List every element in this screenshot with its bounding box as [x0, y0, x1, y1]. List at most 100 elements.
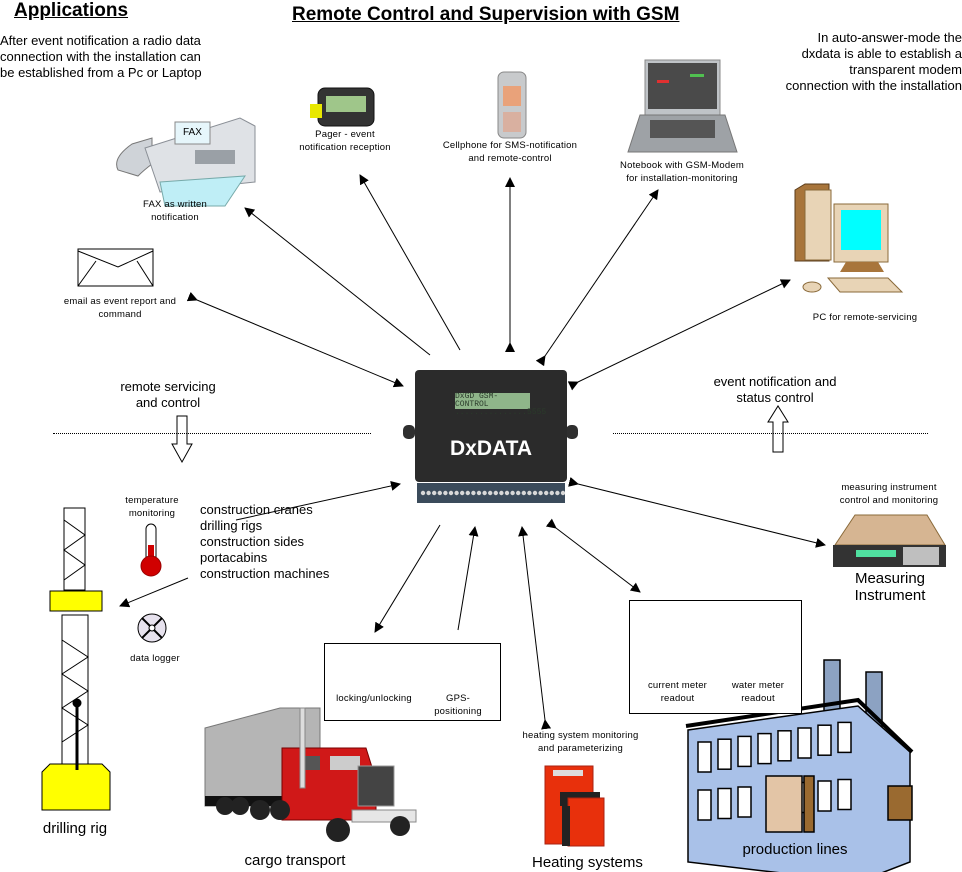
terminal-screw: [504, 490, 510, 496]
water-meter-label: water meter readout: [722, 679, 794, 705]
right-note-line: connection with the installation: [785, 78, 962, 93]
terminal-screw: [443, 490, 448, 496]
down-flow-label: remote servicing and control: [118, 379, 218, 411]
applications-heading: Applications: [14, 0, 129, 21]
label-line: email as event report and: [63, 296, 177, 307]
right-note: In auto-answer-mode the dxdata is able t…: [786, 30, 962, 94]
label-line: and parameterizing: [538, 743, 623, 754]
drilling-rig-icon: [41, 507, 111, 811]
factory-window: [717, 738, 732, 770]
pager-icon: [310, 87, 375, 127]
label-line: status control: [736, 390, 814, 405]
terminal-screw: [476, 490, 482, 496]
arrow-heating: [518, 526, 552, 730]
terminal-screw: [560, 490, 566, 496]
label-line: Pager - event: [315, 129, 375, 140]
pager-label: Pager - event notification reception: [290, 128, 400, 154]
terminal-screw: [488, 490, 493, 496]
terminal-block: [420, 490, 566, 496]
arrow-drilling-rig: [119, 577, 189, 608]
left-note-line: After event notification a radio data: [0, 33, 201, 48]
fax-screen-text: FAX: [183, 127, 202, 138]
up-flow-arrow: [767, 405, 789, 453]
page-title: Remote Control and Supervision with GSM: [292, 4, 680, 25]
arrow-pager: [359, 174, 461, 351]
label-line: GPS-: [445, 693, 471, 704]
terminal-screw: [555, 490, 560, 496]
factory-window: [837, 721, 852, 754]
label-line: measuring instrument: [841, 482, 937, 493]
terminal-screw: [437, 490, 442, 496]
left-note-line: be established from a Pc or Laptop: [0, 65, 202, 80]
arrow-truck: [374, 524, 441, 633]
unit-display: DxGD GSM-CONTROL ...............5555: [455, 392, 547, 417]
email-label: email as event report and command: [50, 295, 190, 321]
lock-label: locking/unlocking: [328, 692, 420, 705]
factory-window: [777, 730, 792, 762]
factory-window: [737, 735, 752, 768]
factory-window: [697, 741, 712, 773]
down-flow-arrow: [171, 415, 193, 464]
arrow-measuring: [568, 476, 826, 548]
dxdata-unit-image: [403, 370, 578, 503]
terminal-screw: [493, 490, 498, 496]
arrow-lock-gps: [457, 526, 479, 631]
measuring-instrument-icon: [833, 514, 946, 567]
email-icon: [77, 248, 154, 287]
terminal-screw: [471, 490, 476, 496]
left-note-line: connection with the installation can: [0, 49, 201, 64]
display-line: DxGD GSM-CONTROL: [455, 392, 499, 409]
list-item: construction machines: [200, 566, 330, 581]
terminal-screw: [527, 490, 532, 496]
divider-left: [53, 433, 371, 434]
measuring-label: Measuring Instrument: [830, 570, 950, 604]
terminal-screw: [510, 490, 515, 496]
notebook-label: Notebook with GSM-Modem for installation…: [612, 159, 752, 185]
truck-label: cargo transport: [244, 852, 346, 869]
truck-icon: [204, 707, 417, 842]
factory-label: production lines: [742, 841, 848, 858]
label-line: current meter: [647, 680, 708, 691]
pc-label: PC for remote-servicing: [800, 311, 930, 324]
right-note-line: In auto-answer-mode the: [817, 30, 962, 45]
meter-box: [629, 600, 802, 714]
arrow-email: [186, 291, 404, 388]
factory-window: [737, 786, 752, 818]
arrow-construction: [235, 481, 401, 521]
label-line: notification: [151, 212, 199, 223]
arrow-pc: [567, 279, 791, 391]
notebook-icon: [627, 59, 738, 153]
terminal-screw: [482, 490, 487, 496]
terminal-screw: [516, 490, 521, 496]
connection-arrows: [119, 174, 826, 730]
heating-system-icon: [544, 765, 605, 847]
terminal-screw: [538, 490, 543, 496]
construction-list: construction cranes drilling rigs constr…: [200, 502, 329, 582]
temperature-label: temperature monitoring: [112, 494, 192, 520]
drilling-rig-label: drilling rig: [42, 820, 108, 837]
data-logger-icon: [137, 613, 167, 643]
label-line: PC for remote-servicing: [812, 312, 918, 323]
terminal-screw: [454, 490, 459, 496]
heating-caption: heating system monitoring and parameteri…: [503, 729, 658, 755]
terminal-screw: [544, 490, 549, 496]
label-line: notification reception: [299, 142, 391, 153]
arrow-fax: [244, 207, 431, 356]
factory-window: [837, 778, 852, 811]
current-meter-label: current meter readout: [640, 679, 715, 705]
gps-label: GPS- positioning: [428, 692, 488, 718]
factory-window: [797, 727, 812, 759]
terminal-screw: [432, 490, 437, 496]
terminal-screw: [532, 490, 538, 496]
cellphone-icon: [497, 71, 527, 139]
divider-right: [613, 433, 928, 434]
label-line: locking/unlocking: [336, 693, 412, 704]
label-line: monitoring: [128, 508, 176, 519]
thermometer-icon: [140, 523, 162, 577]
label-line: readout: [741, 693, 775, 704]
right-note-line: transparent modem: [849, 62, 962, 77]
arrow-meters: [545, 518, 641, 593]
display-line: ...............5555: [455, 408, 547, 417]
label-line: for installation-monitoring: [626, 173, 738, 184]
list-item: drilling rigs: [200, 518, 263, 533]
